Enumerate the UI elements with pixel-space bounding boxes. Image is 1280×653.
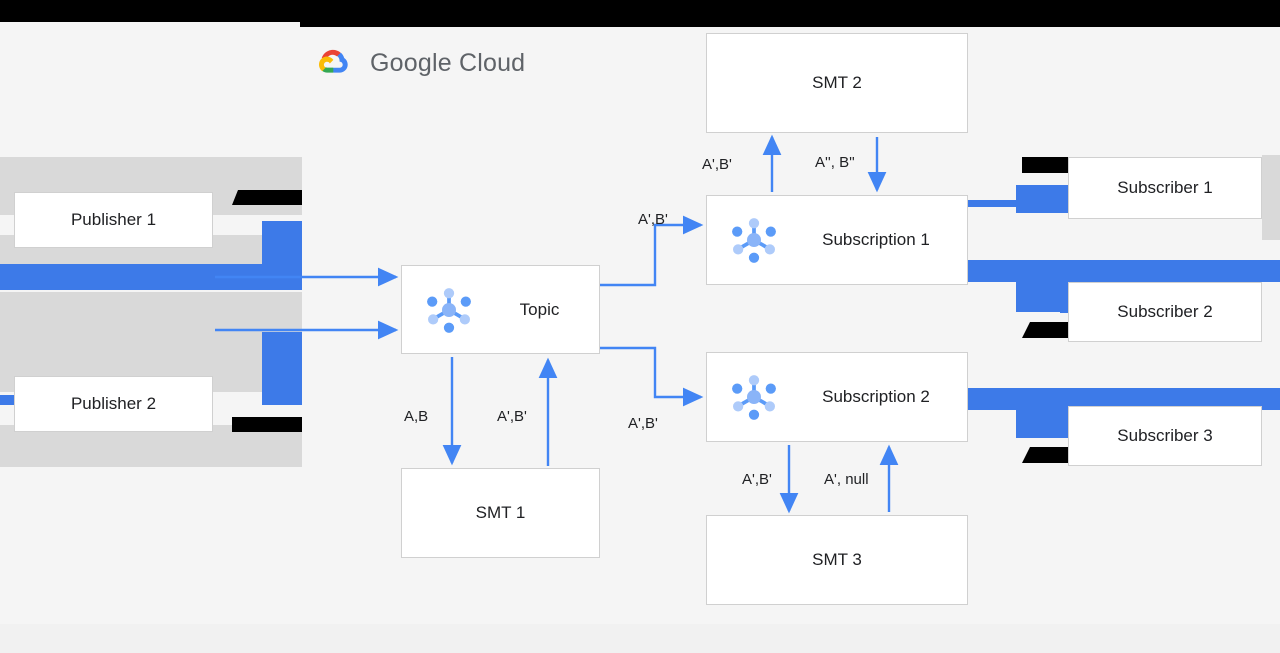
edge-label-smt2-to-subscription1: A'', B'' bbox=[815, 154, 855, 171]
node-subscription-1[interactable]: Subscription 1 bbox=[706, 195, 968, 285]
left-black-bar-1 bbox=[232, 190, 302, 205]
right-blue-nub-1 bbox=[1060, 205, 1070, 213]
edge-label-smt3-to-subscription2: A', null bbox=[824, 471, 869, 488]
edge-label-subscription2-to-smt3: A',B' bbox=[742, 471, 772, 488]
right-blue-block-3 bbox=[1016, 388, 1068, 438]
google-cloud-logo-text: Google Cloud bbox=[370, 48, 526, 77]
google-cloud-logo-icon bbox=[319, 49, 348, 73]
node-label-smt-2: SMT 2 bbox=[812, 73, 862, 92]
pubsub-icon bbox=[732, 218, 776, 263]
node-publisher-2[interactable]: Publisher 2 bbox=[14, 376, 213, 432]
right-blue-bar-2 bbox=[968, 260, 1280, 282]
node-smt-2[interactable]: SMT 2 bbox=[706, 33, 968, 133]
top-black-band-right bbox=[300, 0, 1280, 27]
right-blue-nub-2 bbox=[1060, 305, 1072, 313]
left-blue-block-2 bbox=[262, 332, 302, 405]
right-black-bar-2 bbox=[1022, 322, 1070, 338]
right-blue-block-2 bbox=[1016, 260, 1068, 312]
node-subscription-2[interactable]: Subscription 2 bbox=[706, 352, 968, 442]
edge-label-topic-to-smt1: A,B bbox=[404, 408, 429, 425]
edge-label-subscription1-to-smt2: A',B' bbox=[702, 156, 732, 173]
edge-label-topic-to-subscription2: A',B' bbox=[628, 415, 658, 432]
node-label-publisher-2: Publisher 2 bbox=[70, 394, 157, 413]
node-publisher-1[interactable]: Publisher 1 bbox=[14, 192, 213, 248]
left-gray-band-3 bbox=[0, 292, 302, 370]
google-cloud-logo: Google Cloud bbox=[310, 44, 525, 82]
node-label-subscriber-1: Subscriber 1 bbox=[1117, 178, 1213, 197]
right-blue-block-1 bbox=[1016, 185, 1068, 213]
right-blue-nub-3 bbox=[1060, 430, 1072, 438]
pubsub-icon bbox=[732, 375, 776, 420]
right-black-bar-1 bbox=[1022, 157, 1070, 173]
node-label-subscription-2: Subscription 2 bbox=[822, 387, 930, 406]
node-smt-3[interactable]: SMT 3 bbox=[706, 515, 968, 605]
node-smt-1[interactable]: SMT 1 bbox=[401, 468, 600, 558]
pubsub-icon bbox=[427, 287, 471, 333]
node-subscriber-1[interactable]: Subscriber 1 bbox=[1068, 157, 1262, 219]
node-label-subscription-1: Subscription 1 bbox=[822, 230, 930, 249]
left-blue-nub-1 bbox=[295, 285, 302, 290]
right-gray-band-1 bbox=[1262, 155, 1280, 240]
node-label-smt-1: SMT 1 bbox=[475, 503, 526, 522]
node-label-subscriber-2: Subscriber 2 bbox=[1117, 302, 1213, 321]
footer-band bbox=[0, 624, 1280, 653]
node-subscriber-2[interactable]: Subscriber 2 bbox=[1068, 282, 1262, 342]
node-label-subscriber-3: Subscriber 3 bbox=[1117, 426, 1213, 445]
node-label-topic: Topic bbox=[519, 299, 560, 319]
left-black-bar-2 bbox=[232, 417, 302, 432]
node-subscriber-3[interactable]: Subscriber 3 bbox=[1068, 406, 1262, 466]
left-gray-band-4 bbox=[0, 425, 302, 467]
node-label-publisher-1: Publisher 1 bbox=[70, 210, 157, 229]
edge-label-topic-to-subscription1: A',B' bbox=[638, 211, 668, 228]
node-label-smt-3: SMT 3 bbox=[812, 550, 862, 569]
right-black-bar-3 bbox=[1022, 447, 1070, 463]
node-topic[interactable]: Topic bbox=[401, 265, 600, 354]
edge-label-smt1-to-topic: A',B' bbox=[497, 408, 527, 425]
left-blue-bar-1 bbox=[0, 264, 280, 290]
